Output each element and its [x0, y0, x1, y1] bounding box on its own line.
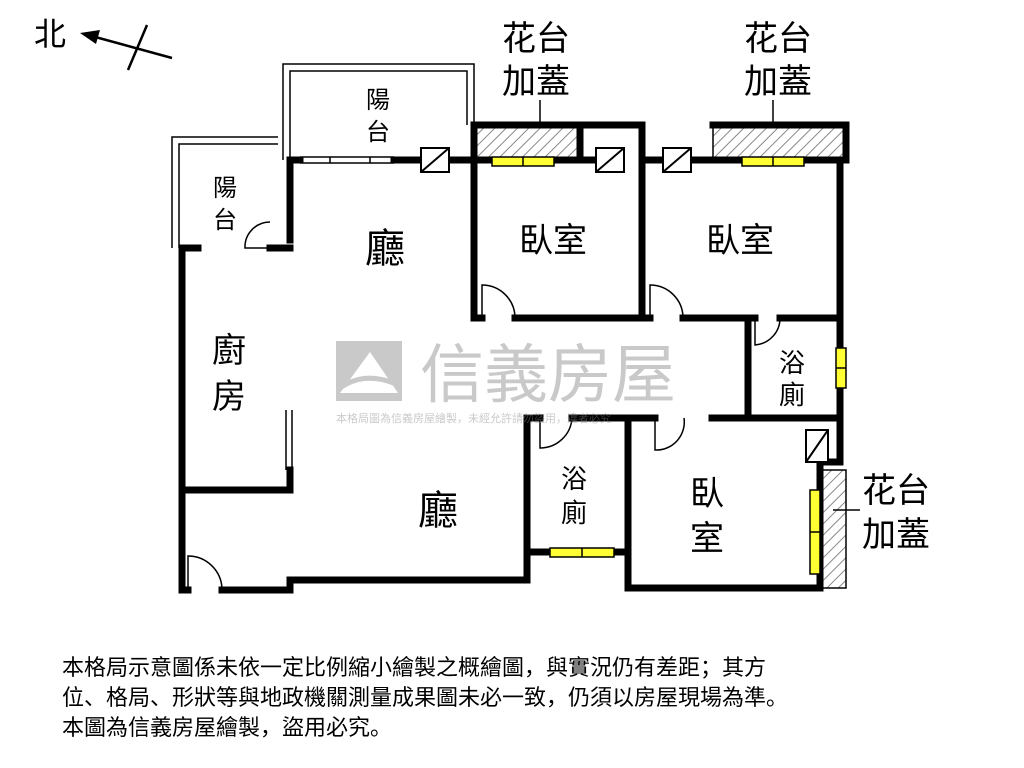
callout-planter-1-b: 加蓋	[502, 62, 570, 102]
label-bedroom-3-b: 室	[690, 519, 724, 559]
label-balcony-top-b: 台	[366, 118, 390, 146]
disclaimer-line-2: 位、格局、形狀等與地政機關測量成果圖未必一致，仍須以房屋現場為準。	[62, 686, 789, 711]
label-living-lower: 廳	[418, 488, 458, 534]
door-entrance	[187, 555, 223, 591]
north-label: 北	[34, 15, 66, 53]
door-swings	[187, 221, 781, 591]
north-arrow-icon	[80, 24, 173, 71]
door-bath-right	[754, 317, 781, 346]
door-bedroom-1	[481, 284, 516, 319]
floor-plan: 北	[34, 15, 930, 594]
watermark-notice: 本格局圖為信義房屋繪製，未經允許請勿盜用，違者必究	[336, 411, 611, 425]
label-kitchen-1: 廚	[212, 331, 246, 371]
kitchen-opening	[285, 410, 293, 470]
watermark: 信義房屋 本格局圖為信義房屋繪製，未經允許請勿盜用，違者必究	[336, 339, 676, 425]
callout-planter-3-b: 加蓋	[862, 515, 930, 555]
label-bath-center-a: 浴	[561, 465, 587, 495]
ac-unit-icons	[420, 147, 829, 463]
callout-planter-3-a: 花台	[862, 471, 930, 511]
disclaimer: 本格局示意圖係未依一定比例縮小繪製之概繪圖，與實況仍有差距；其方 位、格局、形狀…	[62, 654, 1002, 744]
label-bedroom-2: 臥室	[706, 221, 774, 261]
label-bedroom-3-a: 臥	[690, 474, 724, 514]
planter-hatch-3	[819, 469, 847, 589]
label-bath-center-b: 廁	[561, 499, 587, 529]
sliding-door	[300, 156, 394, 164]
balcony-top-outline	[282, 63, 475, 160]
callout-planter-1-a: 花台	[502, 19, 570, 59]
callout-planter-2-b: 加蓋	[744, 62, 812, 102]
planter-hatch-1	[473, 124, 581, 159]
door-bedroom-2	[649, 284, 684, 319]
balcony-left-outline	[171, 136, 278, 248]
disclaimer-line-3: 本圖為信義房屋繪製，盜用必究。	[62, 716, 393, 741]
label-bath-right-b: 廁	[779, 381, 805, 411]
disclaimer-line-1: 本格局示意圖係未依一定比例縮小繪製之概繪圖，與實況仍有差距；其方	[62, 656, 767, 681]
label-balcony-left-a: 陽	[213, 174, 237, 202]
label-bath-right-a: 浴	[779, 349, 805, 379]
door-bath-center	[539, 417, 573, 449]
label-living-upper: 廳	[365, 226, 405, 272]
brand-logo-icon	[336, 341, 402, 401]
watermark-brand: 信義房屋	[420, 339, 676, 413]
label-balcony-left-b: 台	[213, 206, 237, 234]
label-balcony-top-a: 陽	[366, 86, 390, 114]
callout-planter-2-a: 花台	[744, 19, 812, 59]
label-bedroom-1: 臥室	[519, 221, 587, 261]
planter-hatch-2	[712, 124, 847, 159]
door-balcony-left	[244, 221, 271, 249]
label-kitchen-2: 房	[212, 377, 246, 417]
windows	[491, 156, 847, 575]
door-bedroom-3	[654, 417, 686, 451]
